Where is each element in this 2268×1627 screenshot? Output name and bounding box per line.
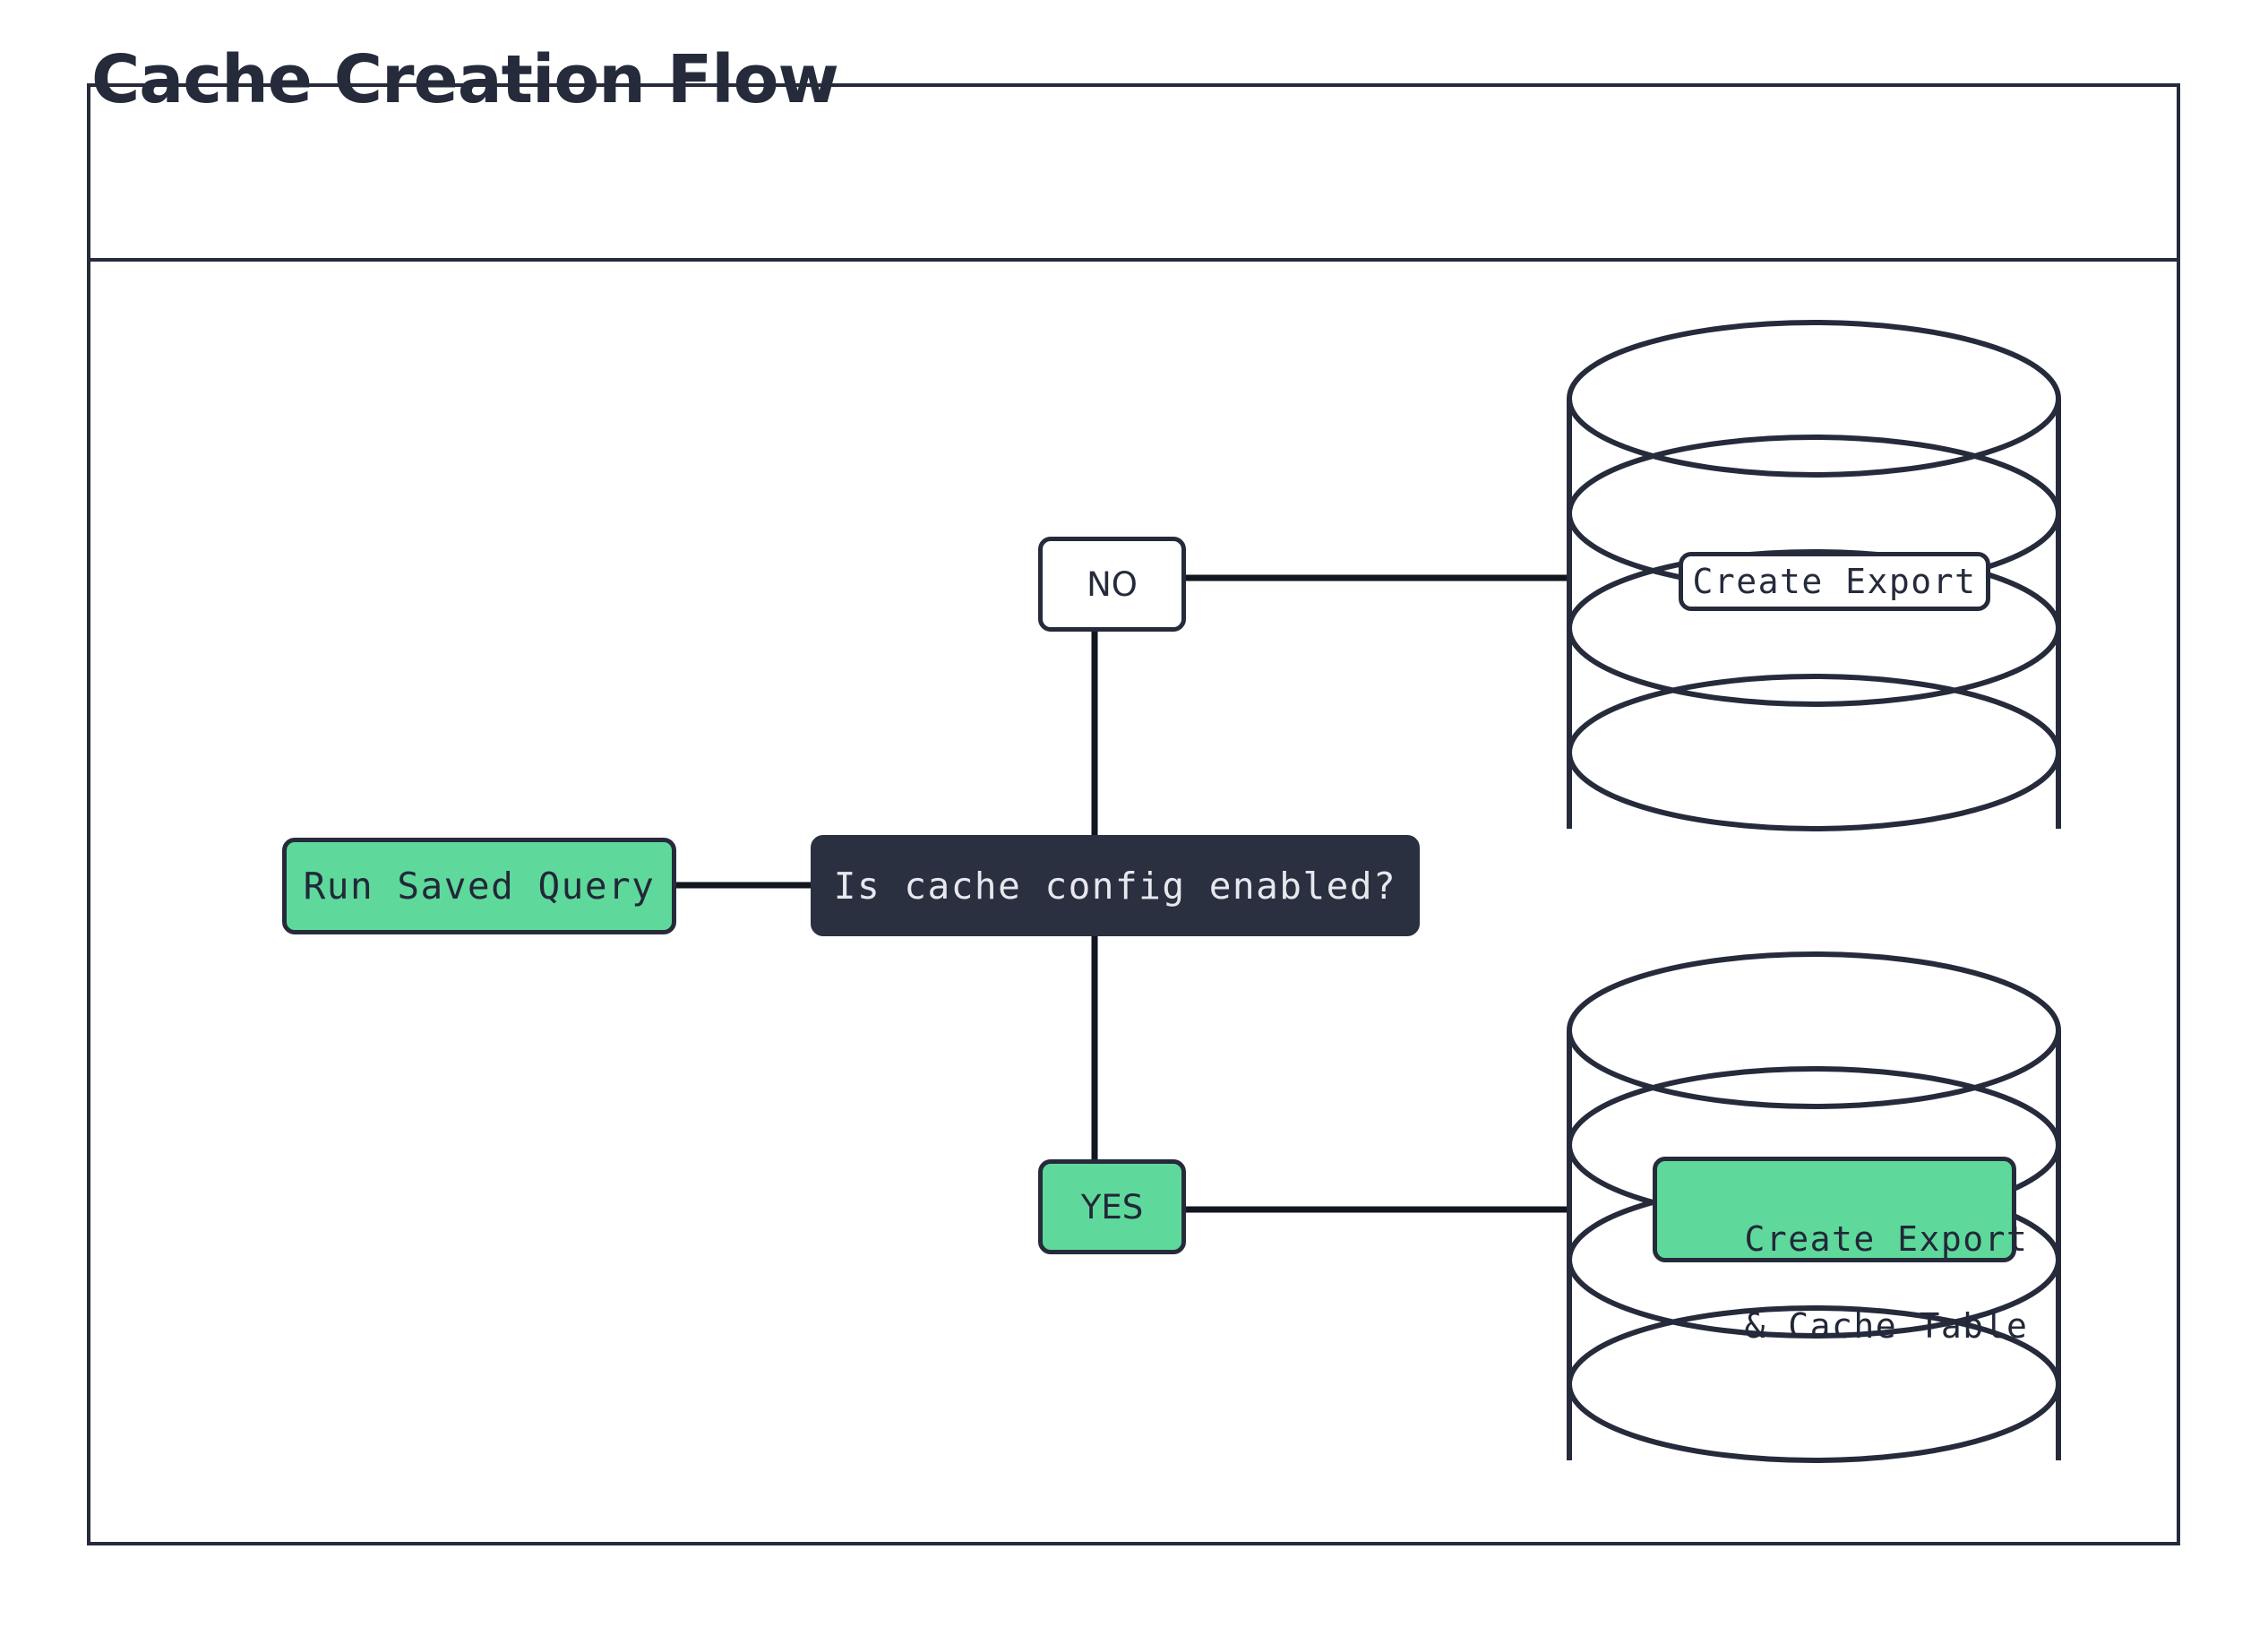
diagram-header <box>90 87 2177 262</box>
node-create-export-and-cache-table[interactable]: Create Export & Cache Table <box>1653 1157 2027 1346</box>
node-decision-is-cache-config-enabled[interactable]: Is cache config enabled? <box>811 835 1420 936</box>
node-run-saved-query[interactable]: Run Saved Query <box>282 838 676 934</box>
node-branch-yes[interactable]: YES <box>1038 1159 1186 1254</box>
node-create-export-and-cache-table-line2: & Cache Table <box>1744 1305 2029 1346</box>
node-create-export[interactable]: Create Export <box>1679 552 1990 611</box>
page-title: Cache Creation Flow <box>91 41 839 118</box>
node-branch-no[interactable]: NO <box>1038 537 1186 632</box>
node-create-export-and-cache-table-line1: Create Export <box>1744 1218 2029 1259</box>
